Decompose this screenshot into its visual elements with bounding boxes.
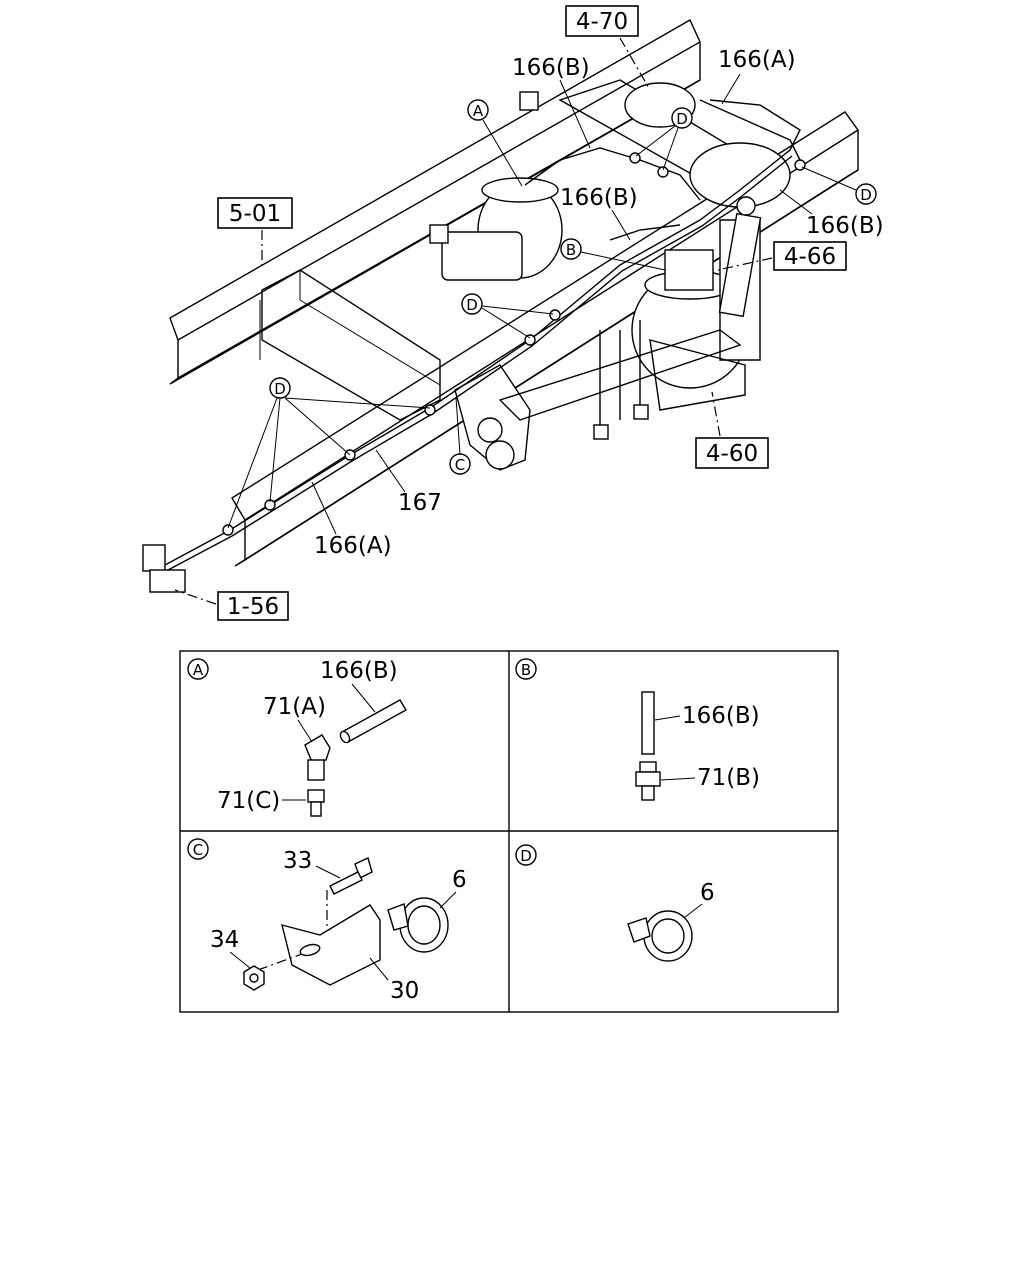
detail-d-clamp [627, 910, 693, 962]
right-frame-rail [231, 111, 860, 567]
ref-label-4-60: 4-60 [706, 441, 758, 467]
main-assembly-view: 4-70 5-01 4-66 4-60 1-56 166(B) 166(A) [142, 5, 884, 621]
callout-a: A [467, 99, 523, 187]
detail-b-tube [641, 691, 655, 755]
hose-clips [222, 152, 806, 536]
callout-d1-label: D [676, 110, 688, 128]
callout-b: B [560, 238, 666, 271]
axle-beam [498, 320, 746, 440]
callout-d4: D [227, 377, 431, 529]
detail-a-label-tube: 166(B) [320, 658, 398, 684]
detail-a-label-elbow: 71(A) [263, 694, 326, 720]
detail-c-label-nut: 34 [210, 927, 239, 953]
detail-a-elbow [304, 734, 331, 781]
detail-d-label-clamp: 6 [700, 880, 715, 906]
callout-d3-label: D [466, 296, 478, 314]
detail-c-label-bolt: 33 [283, 848, 312, 874]
callout-d1: D [635, 107, 693, 171]
ref-label-4-66: 4-66 [784, 244, 836, 270]
ref-box-4-60: 4-60 [695, 391, 769, 469]
ref-box-4-70: 4-70 [565, 5, 651, 91]
detail-c-label-bracket: 30 [390, 978, 419, 1004]
ref-label-5-01: 5-01 [229, 201, 281, 227]
shock-absorber [718, 196, 762, 318]
detail-c-bolt [326, 857, 373, 930]
callout-d4-label: D [274, 380, 286, 398]
detail-a-label-connector: 71(C) [217, 788, 280, 814]
detail-b-label-connector: 71(B) [697, 765, 760, 791]
detail-c-clamp [387, 897, 449, 953]
callout-b-label: B [566, 241, 576, 259]
ref-label-4-70: 4-70 [576, 9, 628, 35]
detail-c-key: C [193, 841, 203, 859]
label-166b-top: 166(B) [512, 55, 590, 81]
detail-b-key: B [521, 661, 531, 679]
detail-c-nut [243, 965, 265, 991]
label-166a-bottom: 166(A) [314, 533, 392, 559]
label-166a-top: 166(A) [718, 47, 796, 73]
callout-c: C [449, 397, 471, 475]
detail-d-panel: D 6 [515, 844, 715, 962]
callout-d2: D [801, 166, 877, 205]
detail-a-tube [339, 699, 407, 744]
detail-a-key: A [193, 661, 204, 679]
detail-c-panel: C 33 6 30 34 [187, 838, 467, 1004]
detail-b-connector [635, 761, 661, 801]
label-166b-mid: 166(B) [560, 185, 638, 211]
detail-a-connector [307, 789, 325, 817]
ref-label-1-56: 1-56 [227, 594, 279, 620]
callout-d2-label: D [860, 186, 872, 204]
detail-grid [179, 650, 839, 1013]
detail-d-key: D [520, 847, 532, 865]
label-166b-right: 166(B) [806, 213, 884, 239]
spring-hanger [454, 364, 531, 471]
rail-brackets [429, 91, 539, 244]
detail-c-bracket [257, 904, 381, 986]
label-167: 167 [398, 490, 442, 516]
callout-d3: D [461, 293, 554, 339]
detail-b-label-tube: 166(B) [682, 703, 760, 729]
valve-block [142, 544, 186, 593]
callout-a-label: A [473, 102, 484, 120]
detail-a-panel: A 166(B) 71(A) 71(C) [187, 658, 407, 817]
ref-box-4-66: 4-66 [717, 241, 847, 271]
ref-box-5-01: 5-01 [217, 197, 293, 270]
air-spring-upper [441, 177, 563, 281]
callout-c-label: C [455, 456, 465, 474]
detail-b-panel: B 166(B) 71(B) [515, 658, 760, 801]
detail-c-label-clamp: 6 [452, 867, 467, 893]
ref-box-1-56: 1-56 [174, 589, 289, 621]
